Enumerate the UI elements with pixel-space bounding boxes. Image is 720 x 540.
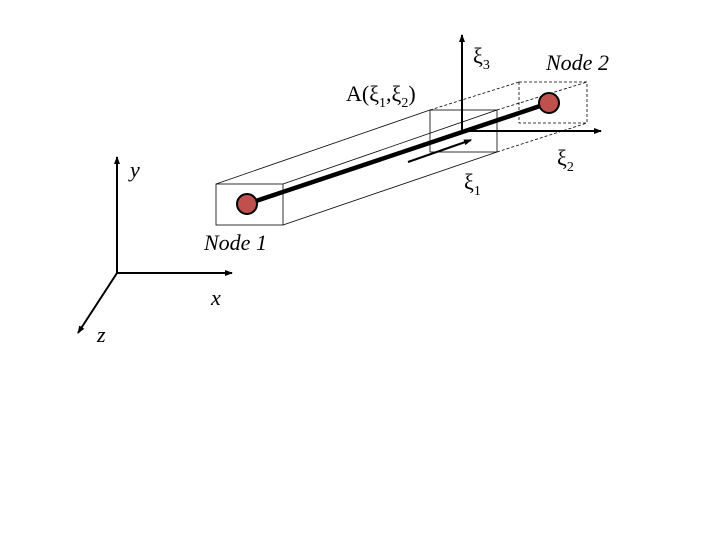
local-axes [407, 34, 602, 163]
node2-marker [538, 92, 560, 114]
global-axes: y x z [77, 156, 233, 347]
node1-label: Node 1 [203, 230, 267, 255]
y-axis-label: y [128, 157, 140, 182]
z-axis [77, 272, 118, 334]
xi1-arrow [407, 139, 472, 163]
node1-cross-section [215, 183, 284, 226]
x-axis-label: x [210, 285, 221, 310]
xi2-label: ξ2 [557, 145, 574, 175]
node2-cross-section [518, 81, 588, 124]
xi1-label: ξ1 [464, 169, 481, 199]
z-axis-label: z [96, 322, 106, 347]
node1-marker [236, 193, 258, 215]
beam-axis [246, 100, 550, 207]
section-label: A(ξ1,ξ2) [346, 81, 416, 111]
node2-label: Node 2 [545, 50, 609, 75]
xi3-label: ξ3 [473, 43, 490, 73]
